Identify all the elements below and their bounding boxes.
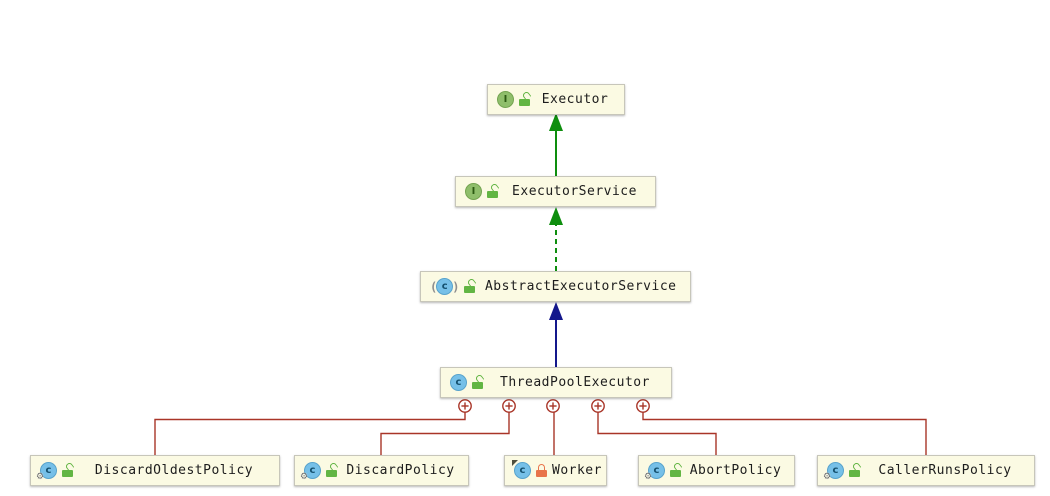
public-lock-icon — [519, 90, 532, 106]
node-discard-oldest-policy[interactable]: c DiscardOldestPolicy — [30, 455, 280, 486]
public-lock-icon — [849, 461, 862, 477]
class-icon: c — [450, 374, 467, 391]
inner-class-anchor-icon[interactable] — [502, 399, 516, 413]
static-class-icon: c — [648, 462, 665, 479]
node-discard-policy[interactable]: c DiscardPolicy — [294, 455, 469, 486]
edge-executorservice-extends-executor — [549, 113, 563, 176]
static-class-icon: c — [304, 462, 321, 479]
static-marker-icon — [36, 473, 44, 482]
node-label: ExecutorService — [512, 184, 637, 199]
private-lock-icon — [536, 464, 547, 477]
node-label: AbortPolicy — [689, 463, 782, 478]
node-label: DiscardOldestPolicy — [94, 463, 254, 478]
public-lock-icon — [62, 461, 75, 477]
node-label: AbstractExecutorService — [484, 279, 677, 294]
public-lock-icon — [472, 373, 485, 389]
class-icon: c — [512, 460, 531, 479]
static-marker-icon — [300, 473, 308, 482]
arrowhead-icon — [549, 113, 563, 131]
public-lock-icon — [464, 277, 477, 293]
inner-class-anchor-icon[interactable] — [636, 399, 650, 413]
edge-inner-callerrunspolicy — [642, 412, 927, 455]
node-label: DiscardPolicy — [346, 463, 455, 478]
edge-inner-discardoldestpolicy — [154, 412, 466, 455]
inner-class-anchor-icon[interactable] — [458, 399, 472, 413]
node-label: Executor — [541, 92, 609, 107]
static-marker-icon — [823, 473, 831, 482]
edge-inner-abortpolicy — [597, 412, 717, 455]
interface-icon: I — [465, 183, 482, 200]
final-marker-icon — [512, 460, 518, 466]
node-label: CallerRunsPolicy — [878, 463, 1012, 478]
node-abstract-executor-service[interactable]: c AbstractExecutorService — [420, 271, 691, 302]
inner-class-anchor-icon[interactable] — [546, 399, 560, 413]
node-label: ThreadPoolExecutor — [500, 375, 650, 390]
abstract-class-icon: c — [430, 278, 459, 295]
inner-class-anchor-icon[interactable] — [591, 399, 605, 413]
public-lock-icon — [487, 182, 500, 198]
node-caller-runs-policy[interactable]: c CallerRunsPolicy — [817, 455, 1035, 486]
interface-icon: I — [497, 91, 514, 108]
edge-abstractexecutorservice-implements-executorservice — [549, 207, 563, 271]
edge-inner-discardpolicy — [380, 412, 510, 455]
node-executor-service[interactable]: I ExecutorService — [455, 176, 656, 207]
node-label: Worker — [552, 463, 602, 478]
arrowhead-icon — [549, 302, 563, 320]
arrowhead-icon — [549, 207, 563, 225]
static-class-icon: c — [40, 462, 57, 479]
node-executor[interactable]: I Executor — [487, 84, 625, 115]
edge-threadpoolexecutor-extends-abstractexecutorservice — [549, 302, 563, 367]
node-abort-policy[interactable]: c AbortPolicy — [638, 455, 795, 486]
static-marker-icon — [644, 473, 652, 482]
node-thread-pool-executor[interactable]: c ThreadPoolExecutor — [440, 367, 672, 398]
static-class-icon: c — [827, 462, 844, 479]
public-lock-icon — [670, 461, 683, 477]
public-lock-icon — [326, 461, 339, 477]
node-worker[interactable]: c Worker — [504, 455, 607, 486]
